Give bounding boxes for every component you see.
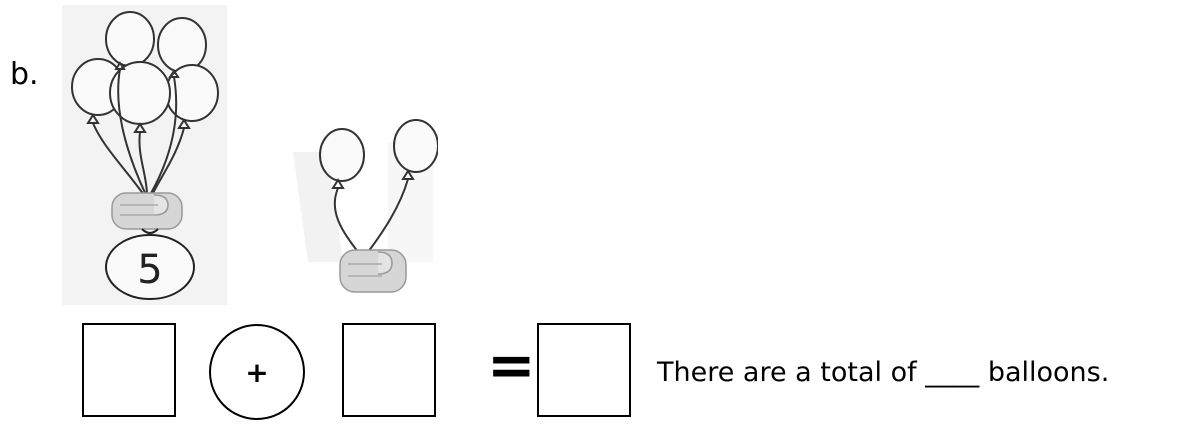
addend-1-box[interactable] bbox=[82, 323, 176, 417]
problem-label: b. bbox=[10, 57, 39, 92]
plus-sign: + bbox=[245, 355, 269, 389]
hand-icon bbox=[339, 249, 407, 293]
bag-number: 5 bbox=[137, 247, 162, 293]
balloon-bunch-illustration: 5 bbox=[62, 5, 227, 305]
number-bag-icon: 5 bbox=[105, 228, 195, 300]
answer-blank[interactable]: ____ bbox=[925, 357, 980, 388]
hand-icon bbox=[111, 192, 183, 230]
sum-box[interactable] bbox=[537, 323, 631, 417]
total-sentence: There are a total of ____ balloons. bbox=[657, 357, 1109, 388]
equals-sign: = bbox=[487, 331, 536, 399]
balloon-bunch-icon bbox=[71, 11, 219, 196]
balloon-pair-icon bbox=[319, 119, 438, 253]
addend-2-box[interactable] bbox=[342, 323, 436, 417]
balloon-pair-illustration bbox=[293, 119, 438, 293]
sentence-prefix: There are a total of bbox=[657, 357, 917, 388]
operator-circle: + bbox=[209, 324, 305, 420]
sentence-suffix: balloons. bbox=[987, 357, 1110, 388]
